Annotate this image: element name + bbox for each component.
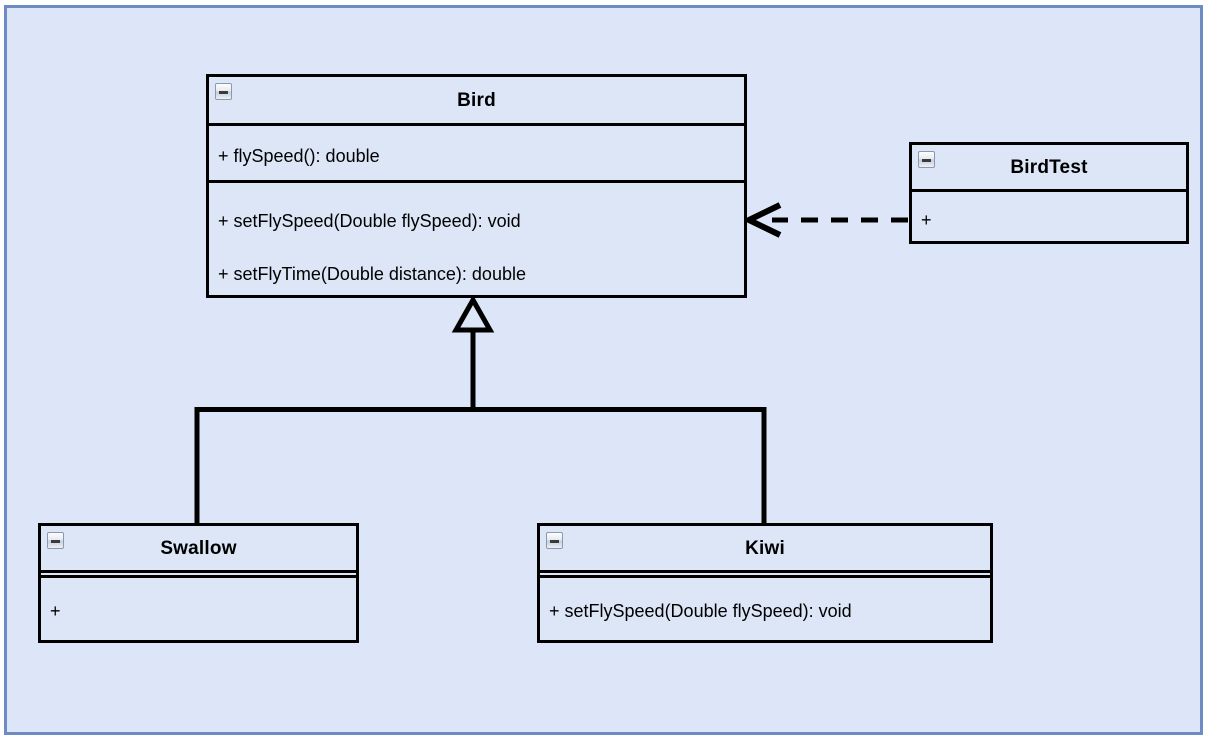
member-bird-setflytime: + setFlyTime(Double distance): double [218, 264, 526, 284]
class-compartment-kiwi-attributes [540, 573, 990, 578]
class-compartment-swallow-operations: + [41, 578, 356, 637]
member-birdtest-visibility: + [921, 210, 932, 230]
class-header-swallow: Swallow [41, 526, 356, 573]
class-header-kiwi: Kiwi [540, 526, 990, 573]
member-bird-flyspeed: + flySpeed(): double [218, 146, 380, 166]
minus-box-icon[interactable] [546, 532, 563, 549]
class-compartment-bird-operations-2: + setFlySpeed(Double flySpeed): void + s… [209, 183, 744, 295]
class-header-birdtest: BirdTest [912, 145, 1186, 192]
class-compartment-birdtest-operations: + [912, 192, 1186, 241]
minus-box-icon[interactable] [215, 83, 232, 100]
class-name-bird: Bird [457, 89, 496, 111]
class-name-swallow: Swallow [160, 537, 237, 559]
class-header-bird: Bird [209, 77, 744, 126]
member-swallow-visibility: + [50, 601, 61, 621]
class-compartment-kiwi-operations: + setFlySpeed(Double flySpeed): void [540, 578, 990, 637]
class-box-kiwi[interactable]: Kiwi + setFlySpeed(Double flySpeed): voi… [537, 523, 993, 643]
member-kiwi-setflyspeed: + setFlySpeed(Double flySpeed): void [549, 601, 852, 621]
class-box-swallow[interactable]: Swallow + [38, 523, 359, 643]
class-box-birdtest[interactable]: BirdTest + [909, 142, 1189, 244]
class-box-bird[interactable]: Bird + flySpeed(): double + setFlySpeed(… [206, 74, 747, 298]
class-compartment-swallow-attributes [41, 573, 356, 578]
class-name-birdtest: BirdTest [1010, 156, 1088, 178]
minus-box-icon[interactable] [47, 532, 64, 549]
minus-box-icon[interactable] [918, 151, 935, 168]
class-name-kiwi: Kiwi [745, 537, 785, 559]
class-compartment-bird-operations-1: + flySpeed(): double [209, 126, 744, 183]
member-bird-setflyspeed: + setFlySpeed(Double flySpeed): void [218, 211, 521, 231]
